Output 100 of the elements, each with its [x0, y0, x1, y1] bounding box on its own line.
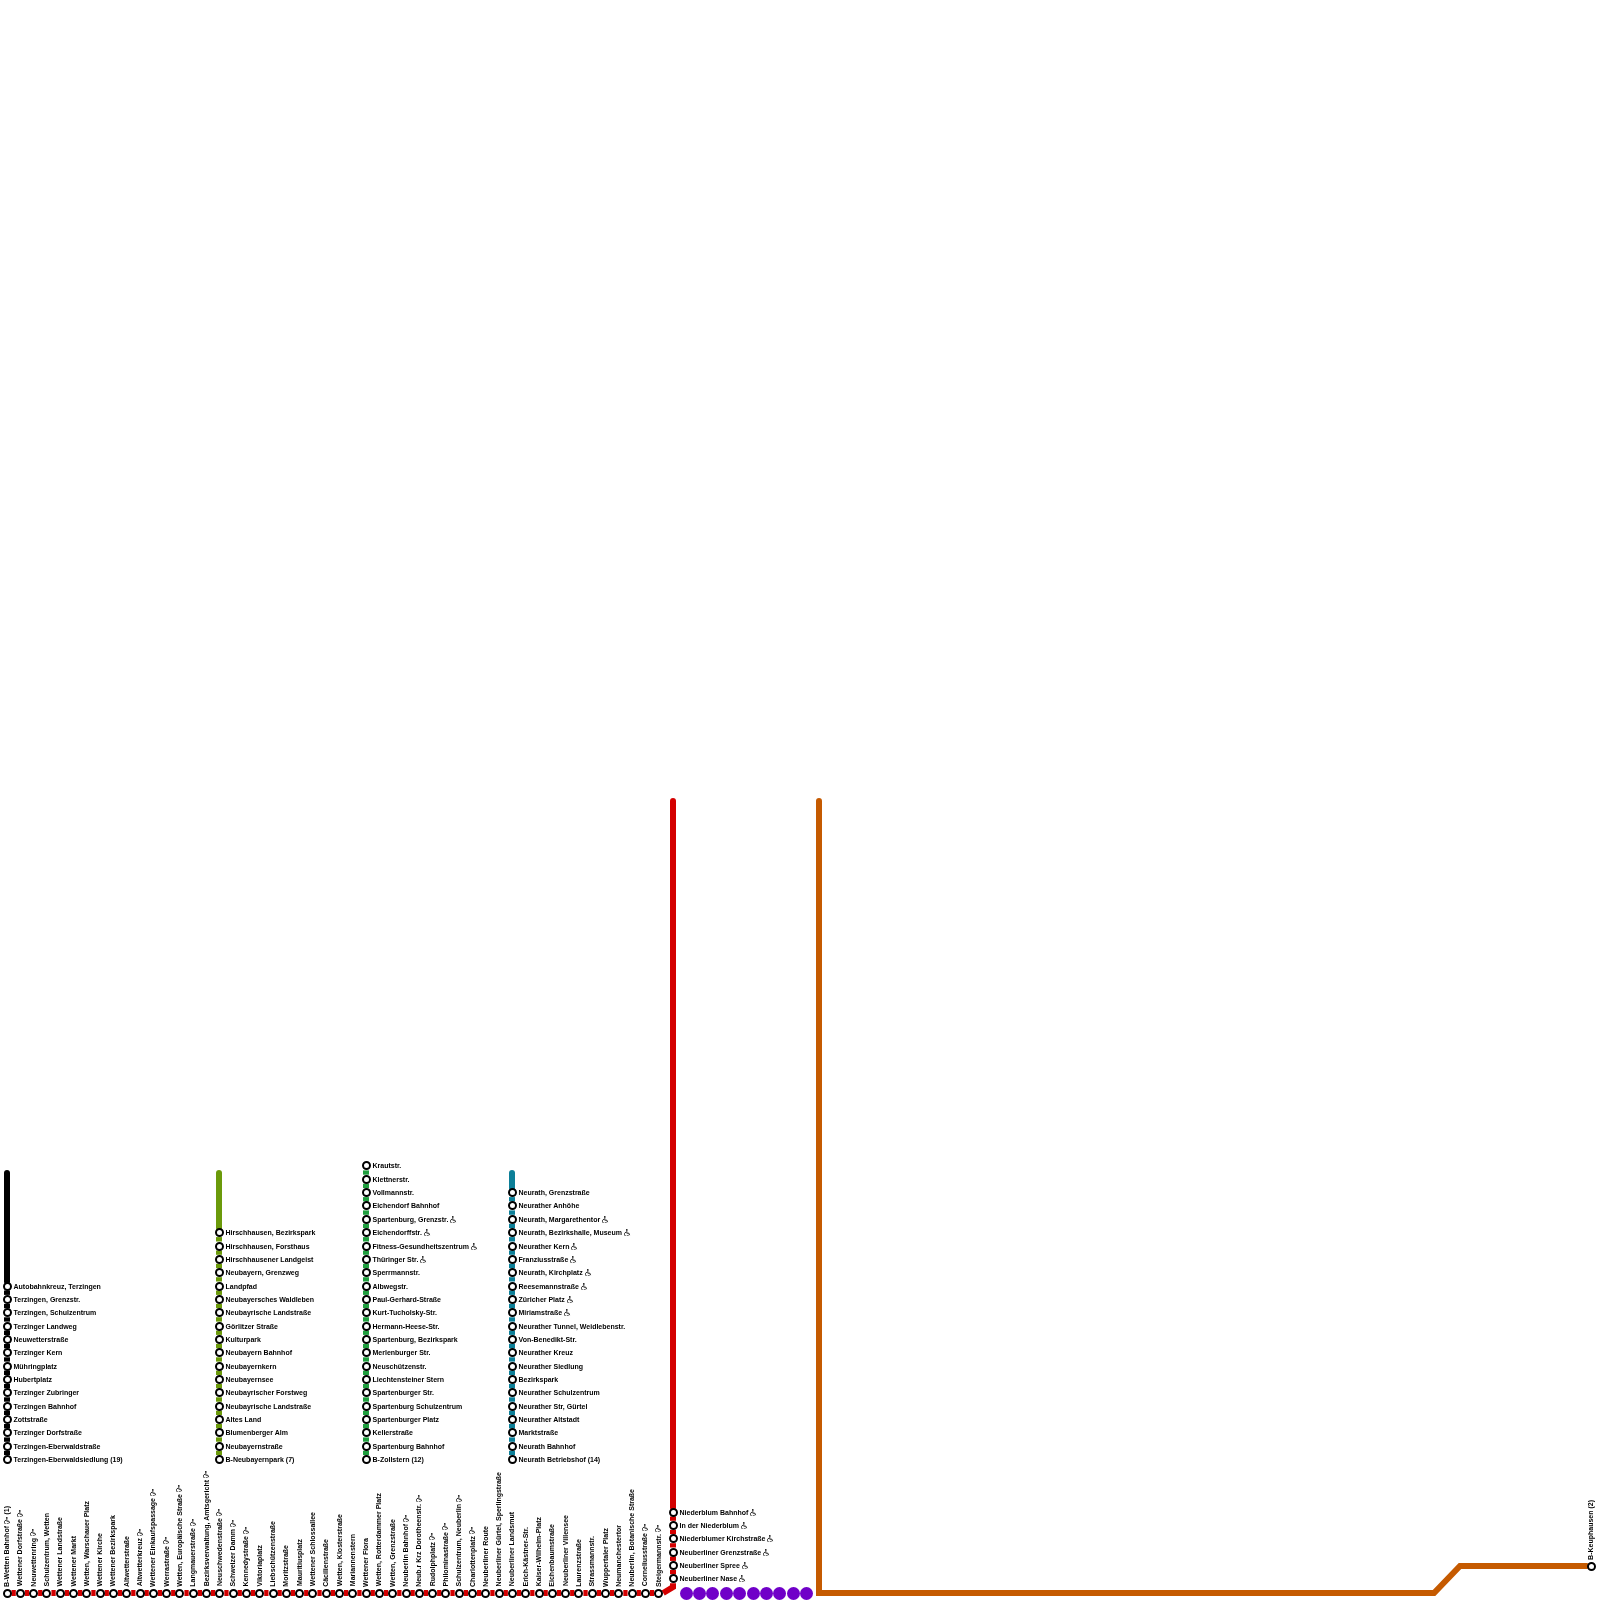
route-line — [216, 1397, 222, 1402]
route-line — [363, 1397, 369, 1402]
route-line — [277, 1590, 282, 1596]
route-line — [363, 1317, 369, 1322]
route-line — [4, 1317, 10, 1322]
route-line — [509, 1210, 515, 1215]
route-line — [570, 1590, 575, 1596]
route-line — [509, 1303, 515, 1309]
route-line — [91, 1590, 96, 1596]
route-line — [317, 1590, 322, 1596]
route-line — [509, 1357, 515, 1362]
route-line — [509, 1343, 515, 1349]
route-line — [363, 1250, 369, 1255]
route-line — [216, 1384, 222, 1389]
route-line — [363, 1210, 369, 1215]
route-line — [171, 1590, 176, 1596]
route-line — [216, 1437, 222, 1442]
route-line — [670, 1529, 676, 1535]
route-line — [363, 1197, 369, 1202]
route-line — [596, 1590, 601, 1596]
route-line — [509, 1384, 515, 1389]
route-line — [450, 1590, 455, 1596]
route-line — [104, 1590, 109, 1596]
route-line — [383, 1590, 389, 1596]
route-line — [363, 1223, 369, 1229]
route-line — [357, 1590, 362, 1596]
route-line — [216, 1410, 222, 1415]
route-line — [363, 1263, 369, 1269]
route-line — [530, 1590, 535, 1596]
route-line — [363, 1170, 369, 1175]
route-line — [363, 1384, 369, 1389]
route-line — [463, 1590, 468, 1596]
route-line — [509, 1410, 515, 1415]
route-line — [543, 1590, 548, 1596]
route-line — [670, 1569, 676, 1575]
route-line — [264, 1590, 269, 1596]
route-line — [503, 1590, 508, 1596]
route-line — [363, 1370, 369, 1375]
route-line — [51, 1590, 56, 1596]
route-line — [649, 1590, 655, 1596]
route-line — [184, 1590, 189, 1596]
route-line — [4, 1303, 10, 1309]
route-line — [509, 1290, 515, 1295]
route-line — [490, 1590, 495, 1596]
route-line — [290, 1590, 296, 1596]
route-line — [509, 1197, 515, 1202]
route-line — [11, 1590, 16, 1596]
route-line — [4, 1384, 10, 1389]
route-line — [670, 798, 676, 1511]
route-line — [216, 1263, 222, 1269]
route-line — [4, 1397, 10, 1402]
route-line — [211, 1590, 216, 1596]
route-line — [4, 1344, 10, 1349]
route-line — [410, 1590, 415, 1596]
route-line — [144, 1590, 149, 1596]
route-line — [4, 1370, 10, 1375]
route-line — [216, 1250, 222, 1255]
route-line — [216, 1330, 222, 1335]
route-line — [363, 1410, 369, 1415]
route-line — [216, 1277, 222, 1282]
route-line — [509, 1237, 515, 1242]
route-line — [157, 1590, 163, 1596]
route-line — [4, 1330, 10, 1335]
route-line — [4, 1450, 10, 1456]
route-line — [363, 1277, 369, 1282]
route-line — [509, 1277, 515, 1282]
route-line — [670, 1556, 676, 1561]
route-line — [38, 1590, 43, 1596]
route-line — [623, 1590, 628, 1596]
route-line — [423, 1590, 429, 1596]
route-line — [583, 1590, 588, 1596]
route-line — [509, 1424, 515, 1429]
route-line — [509, 1250, 515, 1255]
route-line — [363, 1450, 369, 1456]
route-line — [216, 1450, 222, 1456]
route-line — [4, 1357, 10, 1362]
route-line — [216, 1317, 222, 1322]
route-line — [330, 1590, 335, 1596]
route-line — [363, 1237, 369, 1242]
route-line — [344, 1590, 349, 1596]
route-line — [197, 1590, 202, 1596]
route-line — [816, 798, 1590, 1596]
route-line — [363, 1183, 369, 1189]
route-line — [363, 1424, 369, 1429]
route-line — [363, 1330, 369, 1335]
route-line — [216, 1357, 222, 1362]
route-line — [216, 1290, 222, 1295]
route-line — [224, 1590, 229, 1596]
route-line — [4, 1170, 10, 1285]
route-line — [509, 1370, 515, 1375]
route-line — [610, 1590, 615, 1596]
route-line — [509, 1317, 515, 1322]
route-line — [370, 1590, 375, 1596]
route-line — [64, 1590, 69, 1596]
route-line — [216, 1343, 222, 1349]
route-line — [509, 1263, 515, 1269]
route-line — [237, 1590, 242, 1596]
route-line — [670, 1543, 676, 1548]
route-line — [661, 1583, 676, 1596]
route-line — [363, 1303, 369, 1309]
